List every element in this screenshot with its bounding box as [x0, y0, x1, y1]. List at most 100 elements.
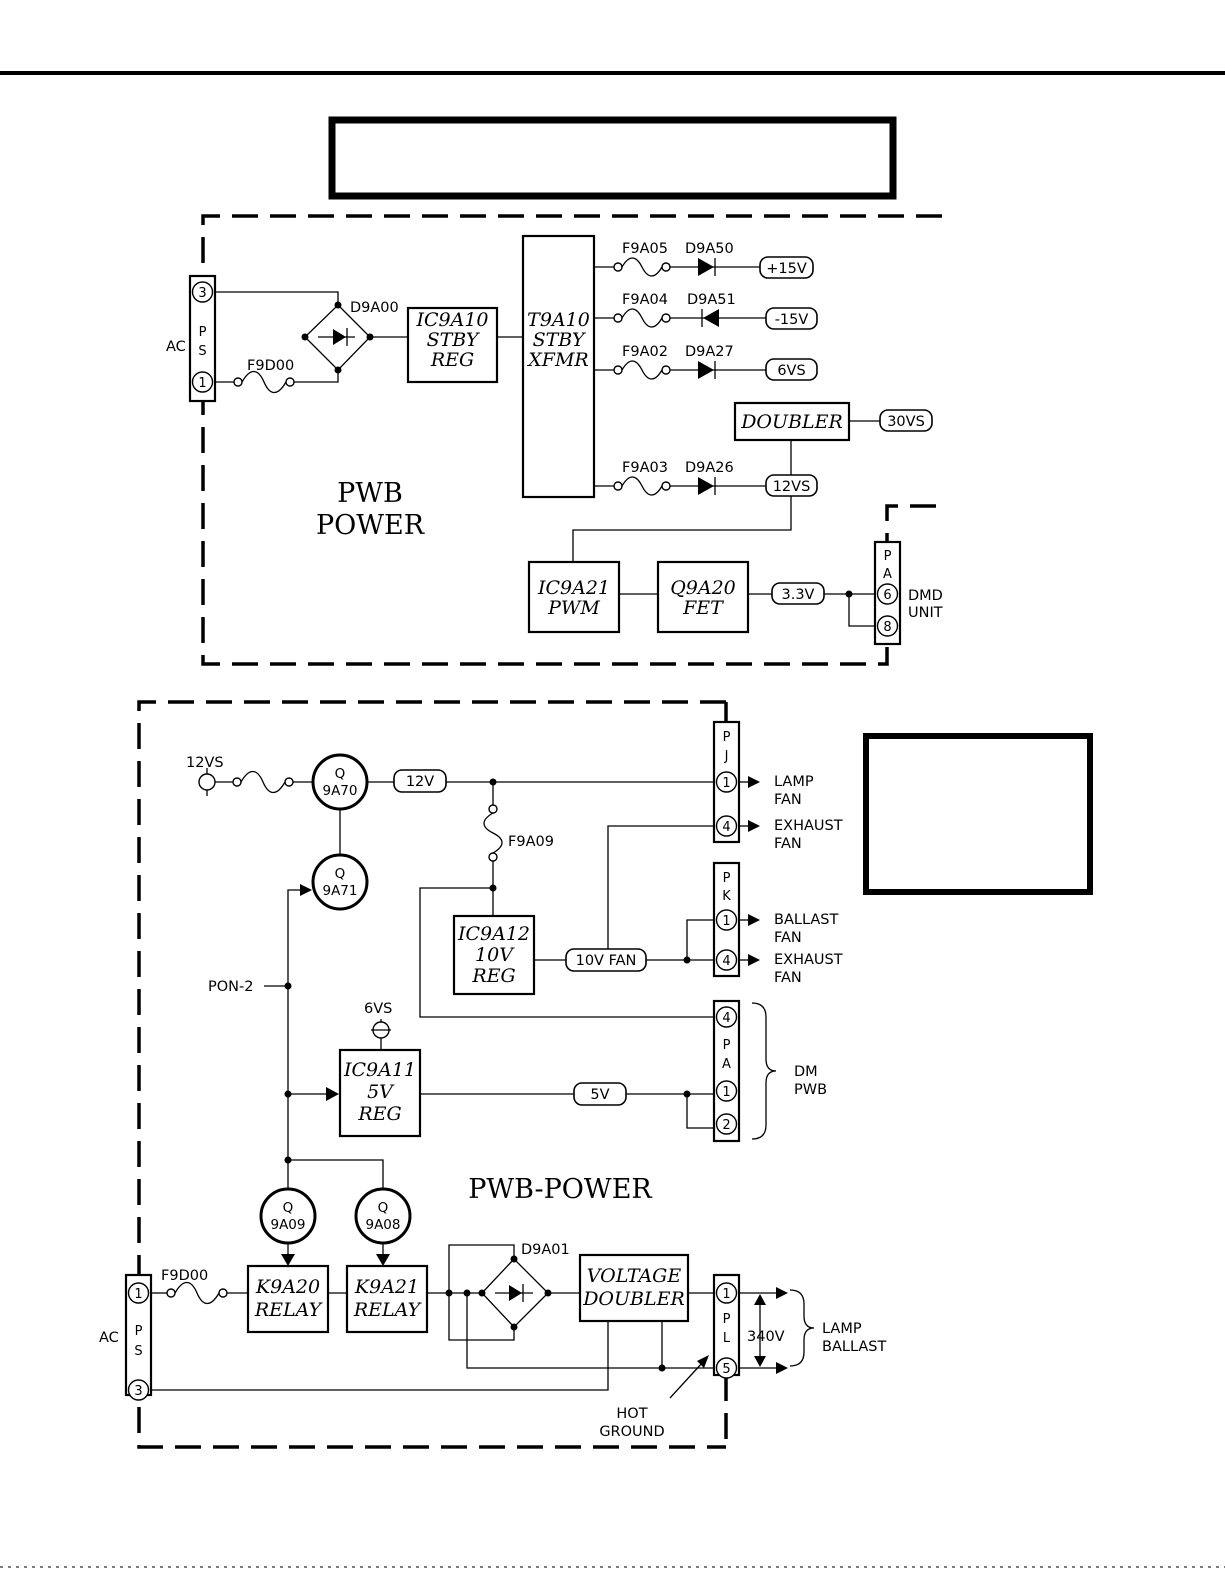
- bottom-ps-pin-1: [127, 1282, 150, 1304]
- bottom-ic9a11-box: [338, 1048, 422, 1138]
- top-ac-label: AC: [166, 339, 186, 355]
- bottom-pl-pin-1: [715, 1282, 738, 1304]
- top-t9a10-line3: XFMR: [526, 349, 588, 371]
- bottom-lamp-fan-label-1: LAMP: [774, 774, 814, 790]
- bottom-dm-pwb-brace: [751, 1002, 777, 1140]
- top-output-minus15v: [765, 307, 818, 330]
- top-ps-letter-p: P: [199, 325, 207, 340]
- top-fuse-f9a02-label: F9A02: [622, 344, 668, 360]
- bottom-fuse-f9d00-label: F9D00: [161, 1268, 208, 1284]
- bottom-ballast-fan-label-2: FAN: [774, 930, 802, 946]
- bottom-dashed-boundary: [137, 700, 726, 1449]
- bottom-pl-letter-l: L: [723, 1331, 731, 1346]
- bottom-hot-label: HOT: [616, 1406, 647, 1422]
- bottom-exhaust-fan-label-2: FAN: [774, 836, 802, 852]
- top-ps-pin-3: [191, 281, 214, 303]
- top-ic9a10-label: IC9A10: [415, 309, 488, 331]
- bottom-pon2-label: PON-2: [208, 979, 253, 995]
- bottom-pj-pin-1: [715, 771, 738, 793]
- bottom-q9a08-label: 9A08: [365, 1217, 400, 1233]
- top-fuse-f9a03-label: F9A03: [622, 460, 668, 476]
- bottom-q9a08: [354, 1187, 412, 1245]
- top-unit-label: UNIT: [908, 605, 943, 621]
- bottom-pa-pin-1: [715, 1080, 738, 1102]
- top-ic9a21-line2: PWM: [547, 597, 600, 619]
- top-output-12vs-label: 12VS: [773, 479, 811, 495]
- bottom-pa-letter-a: A: [722, 1057, 731, 1072]
- top-ic9a21-label: IC9A21: [537, 577, 610, 599]
- top-ps-pin-1-label: 1: [198, 376, 206, 391]
- top-output-minus15v-label: -15V: [775, 312, 809, 328]
- top-diode-d9a26-label: D9A26: [685, 460, 734, 476]
- bottom-rail-12v: [393, 769, 447, 793]
- top-output-15v: [759, 256, 814, 279]
- bottom-pk-letter-k: K: [722, 889, 731, 904]
- bottom-exhaust-fan2-label-2: FAN: [774, 970, 802, 986]
- bottom-q9a71-label: 9A71: [322, 883, 357, 899]
- top-section-label-line1: PWB: [337, 478, 403, 509]
- bottom-pa-letter-p: P: [723, 1038, 731, 1053]
- bottom-rail-10v-fan-label: 10V FAN: [576, 953, 637, 969]
- bottom-fuse-f9a09-label: F9A09: [508, 834, 554, 850]
- bottom-ic9a12-label: IC9A12: [457, 923, 530, 945]
- bottom-pwb-label: PWB: [794, 1082, 827, 1098]
- bottom-pj-pin-1-label: 1: [722, 776, 730, 791]
- bottom-ballast-fan-label-1: BALLAST: [774, 912, 838, 928]
- top-diode-d9a50-label: D9A50: [685, 241, 734, 257]
- top-fuse-f9a04-label: F9A04: [622, 292, 668, 308]
- bottom-12vs-label: 12VS: [186, 755, 224, 771]
- bottom-ps-pin-3-label: 3: [134, 1384, 142, 1399]
- top-bridge-label: D9A00: [350, 300, 399, 316]
- top-q9a20-box: [656, 560, 750, 634]
- bottom-pa-pin-4: [715, 1006, 738, 1028]
- bottom-pa-pin-4-label: 4: [722, 1011, 730, 1026]
- top-pa-pin-6: [876, 583, 899, 605]
- bottom-exhaust-fan2-label-1: EXHAUST: [774, 952, 843, 968]
- bottom-ground-label: GROUND: [599, 1424, 664, 1440]
- top-t9a10-label: T9A10: [527, 309, 590, 331]
- bottom-ps-pin-3: [127, 1379, 150, 1401]
- bottom-voltage-doubler-label: VOLTAGE: [587, 1265, 682, 1287]
- top-output-6vs-label: 6VS: [777, 363, 805, 379]
- bottom-k9a20-box: [246, 1264, 330, 1334]
- top-pa-pin-8: [876, 615, 899, 637]
- top-pa-pin-8-label: 8: [883, 620, 891, 635]
- top-output-30vs: [879, 409, 933, 432]
- top-ic9a10-line3: REG: [430, 349, 474, 371]
- top-section: 3 P S 1 AC F9D00 D9A00 IC9A10 STBY REG T…: [166, 214, 943, 666]
- bottom-q9a09-label: 9A09: [270, 1217, 305, 1233]
- bottom-ps-pin-1-label: 1: [134, 1287, 142, 1302]
- bottom-ic9a12-line2: 10V: [475, 944, 515, 966]
- note-box: [863, 733, 1093, 895]
- bottom-pa-pin-2-label: 2: [722, 1118, 730, 1133]
- bottom-q9a70-label-q: Q: [335, 766, 346, 782]
- bottom-k9a21-line2: RELAY: [353, 1299, 423, 1321]
- bottom-voltage-doubler-box: [578, 1253, 690, 1323]
- top-ic9a21-box: [527, 560, 621, 634]
- bottom-pk-pin-1-label: 1: [722, 914, 730, 929]
- bottom-k9a20-label: K9A20: [255, 1276, 320, 1298]
- bottom-pl-letter-p: P: [723, 1312, 731, 1327]
- bottom-ps-letter-s: S: [134, 1344, 142, 1359]
- top-fuse-f9a05-label: F9A05: [622, 241, 668, 257]
- bottom-dm-label: DM: [794, 1064, 818, 1080]
- top-ic9a10-box: [406, 306, 499, 384]
- bottom-ps-letter-p: P: [135, 1324, 143, 1339]
- bottom-pa-pin-1-label: 1: [722, 1085, 730, 1100]
- bottom-rail-12v-label: 12V: [406, 774, 434, 790]
- bottom-pk-letter-p: P: [723, 871, 731, 886]
- bottom-ballast-label: BALLAST: [822, 1339, 886, 1355]
- top-section-label-line2: POWER: [316, 510, 425, 541]
- bottom-rail-5v-label: 5V: [590, 1087, 609, 1103]
- bottom-k9a21-label: K9A21: [354, 1276, 419, 1298]
- bottom-pl-pin-1-label: 1: [722, 1287, 730, 1302]
- top-diode-d9a51-label: D9A51: [687, 292, 736, 308]
- top-output-15v-label: +15V: [766, 261, 807, 277]
- bottom-ac-label: AC: [99, 1330, 119, 1346]
- bottom-pk-pin-4-label: 4: [722, 954, 730, 969]
- top-t9a10-box: [521, 234, 596, 499]
- bottom-lamp-label: LAMP: [822, 1321, 862, 1337]
- bottom-pa-pin-2: [715, 1113, 738, 1135]
- top-fuse-f9d00: [241, 370, 287, 394]
- bottom-section-label: PWB-POWER: [468, 1174, 652, 1205]
